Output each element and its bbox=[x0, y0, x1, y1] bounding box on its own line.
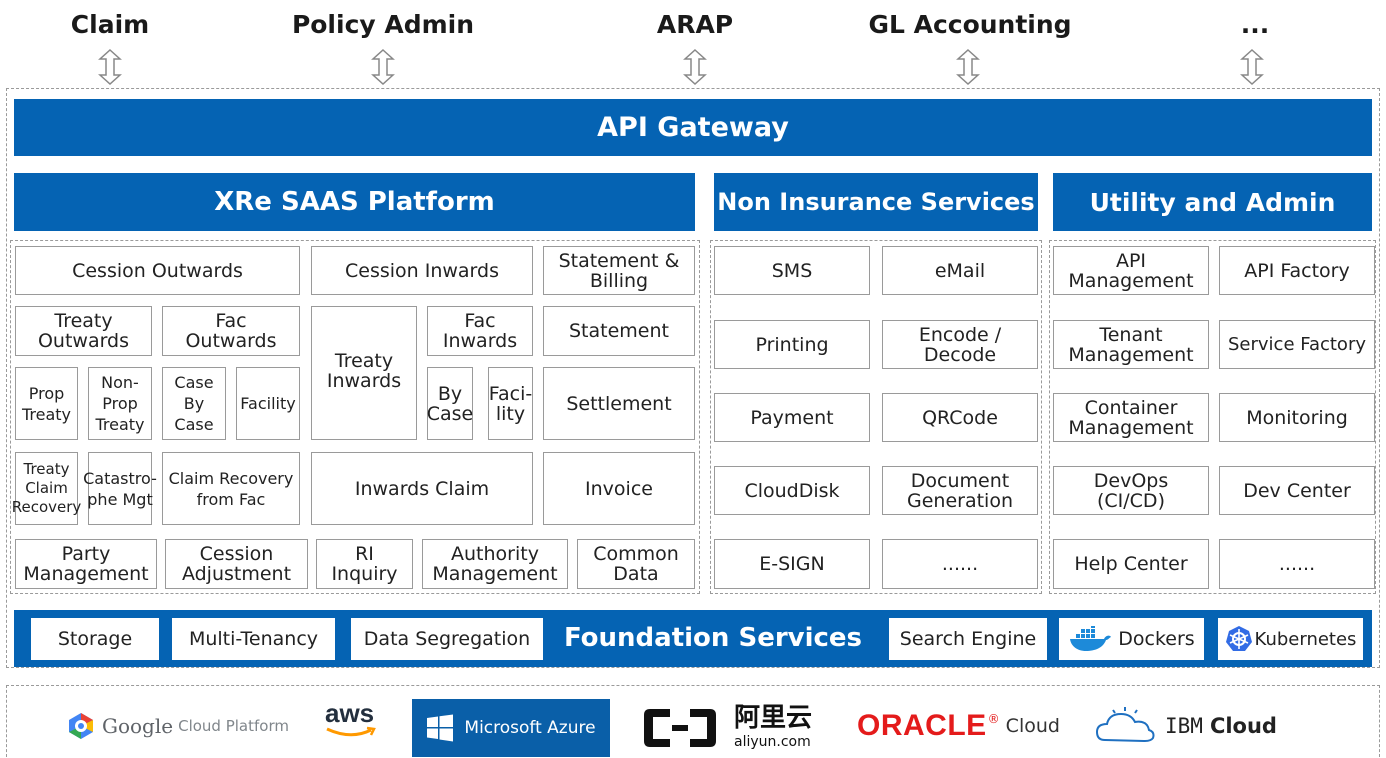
dev-center-box: Dev Center bbox=[1219, 466, 1375, 515]
cession-inwards-box: Cession Inwards bbox=[311, 246, 533, 295]
prop-treaty-box: Prop Treaty bbox=[15, 367, 78, 440]
non-insurance-more-box: ...... bbox=[882, 539, 1038, 589]
more-systems-label: ... bbox=[1240, 10, 1270, 39]
statement-box: Statement bbox=[543, 306, 695, 356]
cession-adjustment-box: Cession Adjustment bbox=[165, 539, 308, 589]
sms-box: SMS bbox=[714, 246, 870, 295]
fac-outwards-box: Fac Outwards bbox=[162, 306, 300, 356]
treaty-outwards-box: Treaty Outwards bbox=[15, 306, 152, 356]
help-center-box: Help Center bbox=[1053, 539, 1209, 589]
cloud-providers-frame bbox=[6, 685, 1380, 757]
xre-platform-header: XRe SAAS Platform bbox=[14, 173, 695, 231]
multi-tenancy-box: Multi-Tenancy bbox=[171, 617, 336, 661]
invoice-box: Invoice bbox=[543, 452, 695, 525]
party-management-box: Party Management bbox=[15, 539, 157, 589]
service-factory-box: Service Factory bbox=[1219, 320, 1375, 369]
platform-frame bbox=[6, 88, 1380, 668]
api-factory-box: API Factory bbox=[1219, 246, 1375, 295]
clouddisk-box: CloudDisk bbox=[714, 466, 870, 515]
api-management-box: API Management bbox=[1053, 246, 1209, 295]
treaty-inwards-box: Treaty Inwards bbox=[311, 306, 417, 440]
utility-more-box: ...... bbox=[1219, 539, 1375, 589]
case-by-case-box: Case By Case bbox=[162, 367, 226, 440]
esign-box: E-SIGN bbox=[714, 539, 870, 589]
windows-icon bbox=[427, 714, 454, 742]
devops-box: DevOps (CI/CD) bbox=[1053, 466, 1209, 515]
aliyun-logo: 阿里云 aliyun.com bbox=[640, 703, 812, 753]
settlement-box: Settlement bbox=[543, 367, 695, 440]
nonprop-treaty-box: Non-Prop Treaty bbox=[88, 367, 152, 440]
google-cloud-icon bbox=[69, 713, 93, 739]
common-data-box: Common Data bbox=[577, 539, 695, 589]
data-segregation-box: Data Segregation bbox=[350, 617, 544, 661]
google-cloud-logo: Google Cloud Platform bbox=[66, 708, 289, 744]
api-gateway-bar: API Gateway bbox=[14, 99, 1372, 156]
email-box: eMail bbox=[882, 246, 1038, 295]
catastrophe-mgt-box: Catastro- phe Mgt bbox=[83, 452, 157, 525]
storage-box: Storage bbox=[30, 617, 160, 661]
policy-admin-label: Policy Admin bbox=[291, 10, 475, 39]
foundation-title: Foundation Services bbox=[563, 623, 863, 653]
claim-label: Claim bbox=[70, 10, 150, 39]
amazon-smile-icon bbox=[326, 726, 376, 737]
qrcode-box: QRCode bbox=[882, 393, 1038, 442]
xre-region bbox=[10, 240, 700, 594]
gl-accounting-label: GL Accounting bbox=[868, 10, 1072, 39]
encode-decode-box: Encode / Decode bbox=[882, 320, 1038, 369]
arap-label: ARAP bbox=[656, 10, 734, 39]
kubernetes-icon bbox=[1225, 626, 1252, 651]
payment-box: Payment bbox=[714, 393, 870, 442]
dockers-box: Dockers bbox=[1058, 617, 1205, 661]
fac-inwards-box: Fac Inwards bbox=[427, 306, 533, 356]
ibm-cloud-icon bbox=[1095, 707, 1155, 743]
oracle-cloud-logo: ORACLE ® Cloud bbox=[857, 709, 1060, 742]
kubernetes-box: Kubernetes bbox=[1217, 617, 1364, 661]
search-engine-box: Search Engine bbox=[888, 617, 1048, 661]
statement-billing-box: Statement & Billing bbox=[543, 246, 695, 295]
claim-recovery-fac-box: Claim Recovery from Fac bbox=[162, 452, 300, 525]
bidirectional-arrow-icon bbox=[371, 48, 395, 86]
bidirectional-arrow-icon bbox=[683, 48, 707, 86]
utility-region bbox=[1049, 240, 1376, 594]
bidirectional-arrow-icon bbox=[98, 48, 122, 86]
facility-box: Facility bbox=[236, 367, 300, 440]
utility-admin-header: Utility and Admin bbox=[1053, 173, 1372, 231]
printing-box: Printing bbox=[714, 320, 870, 369]
non-insurance-region bbox=[710, 240, 1042, 594]
aliyun-bracket-icon bbox=[644, 709, 716, 747]
cession-outwards-box: Cession Outwards bbox=[15, 246, 300, 295]
microsoft-azure-logo: Microsoft Azure bbox=[412, 699, 610, 757]
treaty-claim-recovery-box: Treaty Claim Recovery bbox=[12, 452, 81, 525]
by-case-box: By Case bbox=[427, 367, 473, 440]
aws-logo: aws bbox=[325, 700, 381, 740]
document-generation-box: Document Generation bbox=[882, 466, 1038, 515]
tenant-management-box: Tenant Management bbox=[1053, 320, 1209, 369]
monitoring-box: Monitoring bbox=[1219, 393, 1375, 442]
ibm-cloud-logo: IBM Cloud bbox=[1095, 705, 1277, 747]
docker-icon bbox=[1070, 626, 1112, 651]
inwards-claim-box: Inwards Claim bbox=[311, 452, 533, 525]
ri-inquiry-box: RI Inquiry bbox=[316, 539, 413, 589]
faci-lity-box: Faci- lity bbox=[488, 367, 533, 440]
non-insurance-header: Non Insurance Services bbox=[714, 173, 1038, 231]
authority-management-box: Authority Management bbox=[422, 539, 568, 589]
container-management-box: Container Management bbox=[1053, 393, 1209, 442]
bidirectional-arrow-icon bbox=[956, 48, 980, 86]
bidirectional-arrow-icon bbox=[1240, 48, 1264, 86]
